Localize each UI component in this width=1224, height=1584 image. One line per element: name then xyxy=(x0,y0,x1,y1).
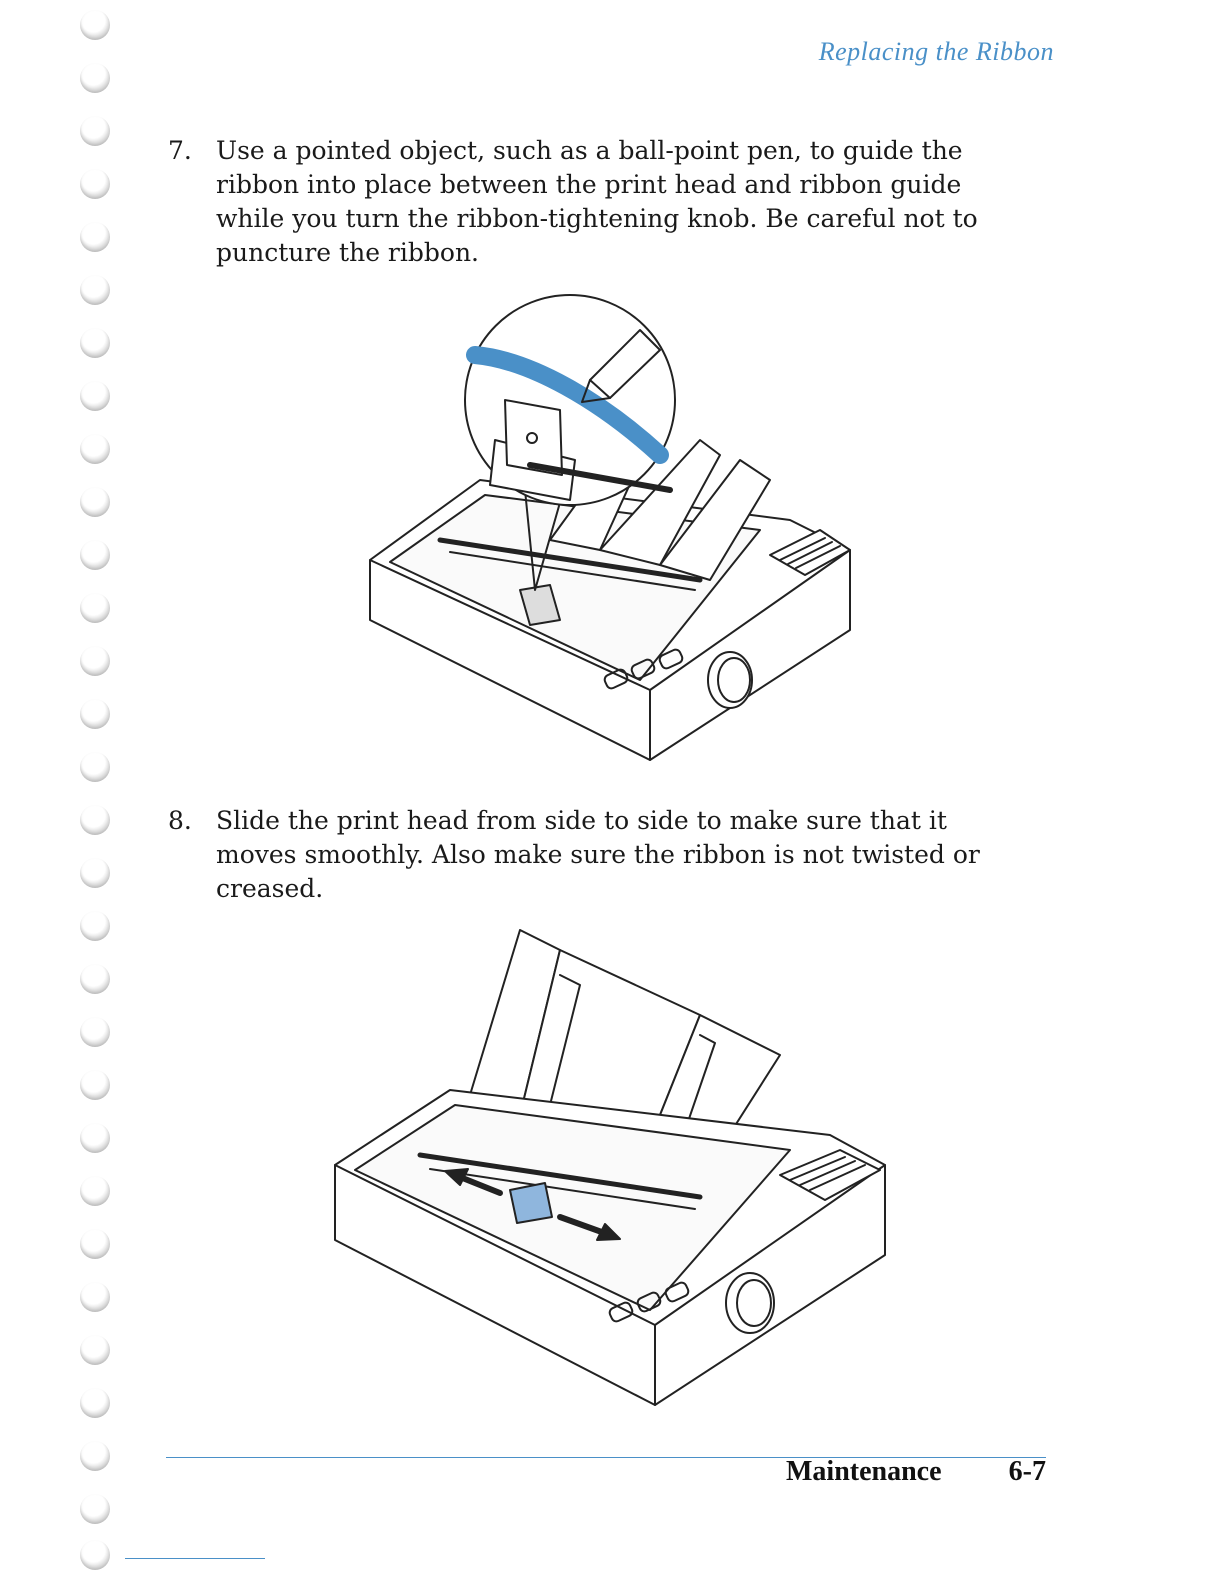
binding-hole xyxy=(80,699,110,729)
step-number: 7. xyxy=(168,136,192,165)
binding-hole xyxy=(80,381,110,411)
footer-page-number: 6-7 xyxy=(1008,1456,1046,1487)
binding-hole xyxy=(80,63,110,93)
binding-hole xyxy=(80,222,110,252)
binding-hole xyxy=(80,858,110,888)
spiral-binding xyxy=(0,0,120,1584)
footer-section-title: Maintenance xyxy=(786,1456,942,1487)
binding-hole xyxy=(80,752,110,782)
running-head: Replacing the Ribbon xyxy=(818,37,1054,66)
bottom-rule xyxy=(125,1558,265,1559)
binding-hole xyxy=(80,275,110,305)
binding-hole xyxy=(80,805,110,835)
binding-hole xyxy=(80,1123,110,1153)
footer-rule xyxy=(166,1457,1046,1458)
binding-hole xyxy=(80,1388,110,1418)
printer-ribbon-pen-illustration xyxy=(369,294,851,761)
binding-hole xyxy=(80,1070,110,1100)
binding-hole xyxy=(80,328,110,358)
binding-hole xyxy=(80,1229,110,1259)
binding-hole xyxy=(80,434,110,464)
binding-hole xyxy=(80,1017,110,1047)
binding-hole xyxy=(80,1441,110,1471)
binding-hole xyxy=(80,593,110,623)
binding-hole xyxy=(80,1540,110,1570)
binding-hole xyxy=(80,10,110,40)
binding-hole xyxy=(80,1494,110,1524)
binding-hole xyxy=(80,487,110,517)
binding-hole xyxy=(80,964,110,994)
binding-hole xyxy=(80,1282,110,1312)
step-number: 8. xyxy=(168,806,192,835)
binding-hole xyxy=(80,116,110,146)
binding-hole xyxy=(80,1176,110,1206)
step-text: Use a pointed object, such as a ball-poi… xyxy=(216,136,978,267)
binding-hole xyxy=(80,911,110,941)
step-text: Slide the print head from side to side t… xyxy=(216,806,980,903)
binding-hole xyxy=(80,1335,110,1365)
binding-hole xyxy=(80,540,110,570)
binding-hole xyxy=(80,646,110,676)
printer-print-head-slide-illustration xyxy=(334,929,886,1406)
binding-hole xyxy=(80,169,110,199)
